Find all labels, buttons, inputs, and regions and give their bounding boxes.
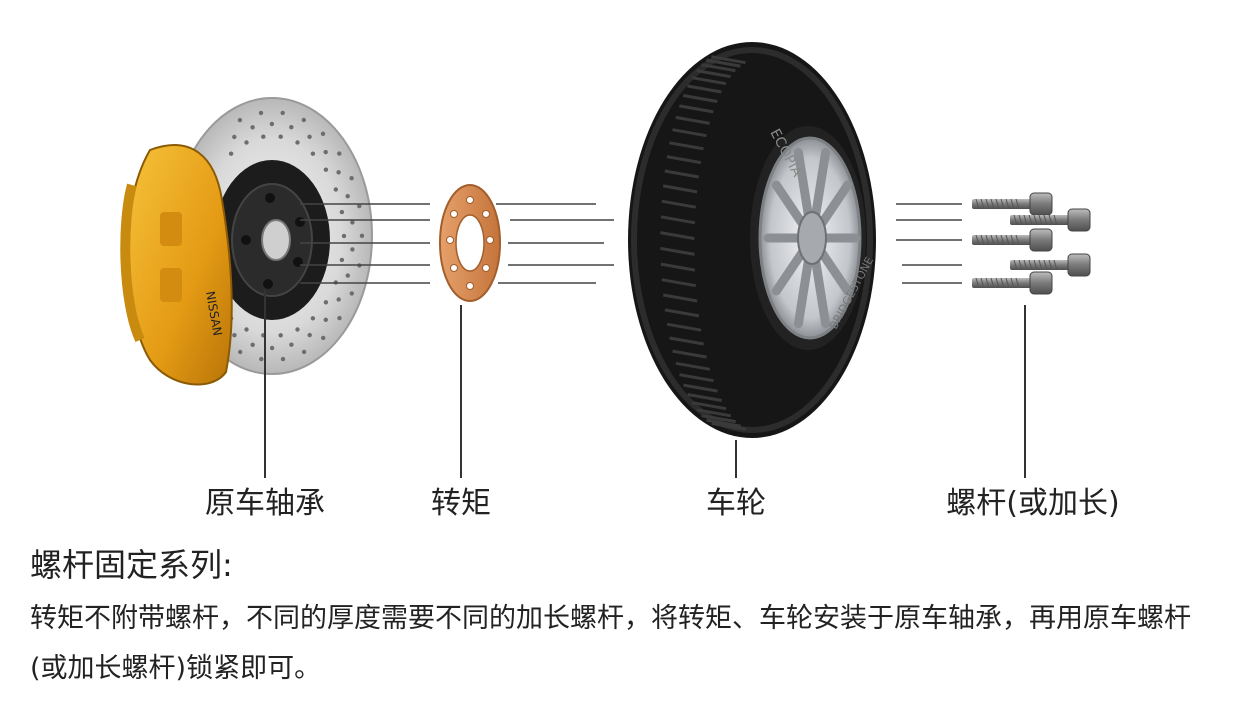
caption-block: 螺杆固定系列: 转矩不附带螺杆，不同的厚度需要不同的加长螺杆，将转矩、车轮安装于… — [30, 542, 1220, 694]
spacer-image — [440, 185, 500, 301]
wheel-image: ECOPIA BRIDGESTONE — [628, 42, 876, 438]
label-wheel: 车轮 — [706, 478, 766, 522]
brake-bearing-image: NISSAN — [125, 98, 372, 385]
bolts-image — [972, 193, 1090, 294]
label-bolt: 螺杆(或加长) — [946, 478, 1119, 522]
label-bearing: 原车轴承 — [205, 478, 325, 522]
caption-body: 转矩不附带螺杆，不同的厚度需要不同的加长螺杆，将转矩、车轮安装于原车轴承，再用原… — [30, 594, 1220, 694]
exploded-wheel-assembly-diagram: NISSAN ECOPIA BRIDGESTONE — [0, 0, 1240, 540]
label-spacer: 转矩 — [431, 478, 491, 522]
caption-title: 螺杆固定系列: — [30, 542, 1220, 588]
